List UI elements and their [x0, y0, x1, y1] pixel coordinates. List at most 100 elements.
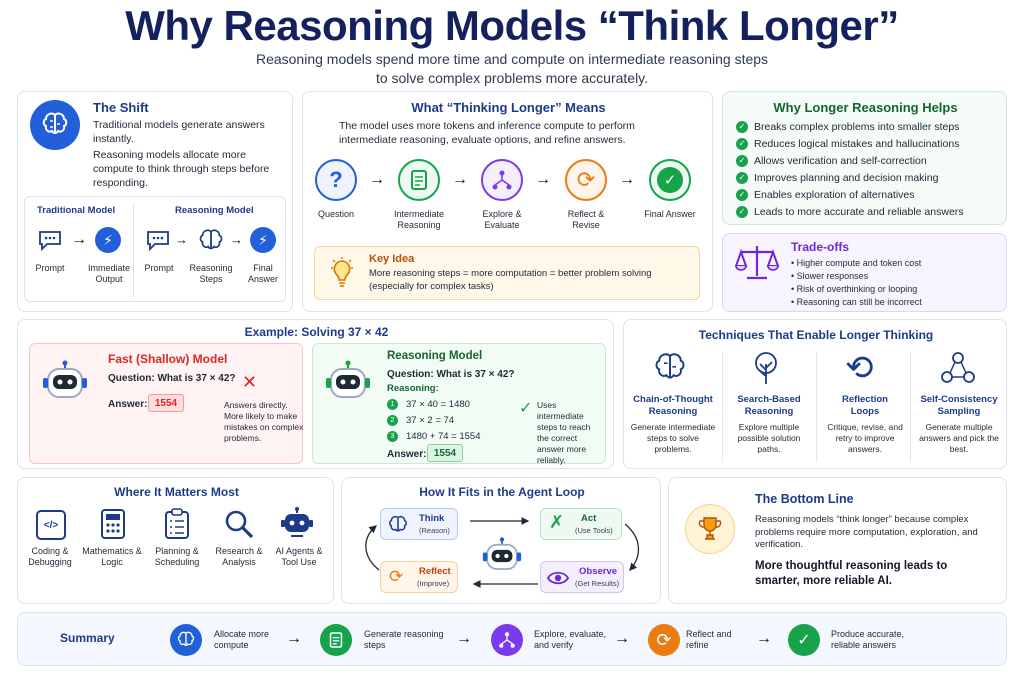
matters-item: Mathematics & Logic	[82, 546, 142, 567]
helps-title: Why Longer Reasoning Helps	[773, 100, 958, 115]
tools-icon: ✗	[549, 512, 565, 532]
help-item: ✓Enables exploration of alternatives	[736, 188, 915, 202]
step-intermediate: Intermediate Reasoning	[393, 209, 445, 230]
technique-divider	[910, 352, 911, 462]
summary-card: Summary Allocate more compute → Generate…	[17, 612, 1007, 666]
bottom-line-text: Reasoning models “think longer” because …	[755, 514, 978, 550]
robot-icon	[482, 536, 522, 581]
reas-prompt-label: Prompt	[144, 263, 174, 273]
think-label: Think	[419, 513, 445, 524]
reas-note: Uses intermediate steps to reach the cor…	[537, 400, 591, 465]
bottom-line-card: The Bottom Line Reasoning models “think …	[668, 477, 1007, 604]
arrow-icon: →	[286, 630, 302, 647]
refresh-icon: ⟳	[565, 159, 607, 201]
arrow-icon: →	[452, 171, 468, 188]
tradeoffs-card: Trade-offs • Higher compute and token co…	[722, 233, 1007, 312]
arrow-icon: →	[619, 171, 635, 188]
network-icon	[940, 350, 976, 391]
robot-icon	[42, 360, 88, 409]
technique-desc: Explore multiple possible solution paths…	[737, 422, 801, 454]
shift-text-2: Reasoning models allocate more compute t…	[93, 149, 270, 189]
chat-icon	[37, 227, 63, 253]
magnifier-icon	[223, 508, 255, 545]
fast-answer-label: Answer:	[108, 399, 148, 410]
brain-icon	[170, 624, 202, 656]
matters-item: AI Agents & Tool Use	[275, 546, 323, 567]
check-icon: ✓	[736, 206, 748, 219]
arrow-icon: →	[175, 232, 188, 247]
reas-answer-value: 1554	[427, 444, 463, 462]
bottom-line-bold: More thoughtful reasoning leads to smart…	[755, 560, 948, 587]
technique-name: Chain-of-Thought Reasoning	[633, 394, 713, 417]
step-number-badge: 1	[387, 398, 398, 410]
clipboard-icon	[164, 508, 190, 545]
scale-icon	[734, 242, 780, 287]
branch-icon	[481, 159, 523, 201]
summary-title: Summary	[60, 631, 115, 645]
key-idea-box: Key Idea More reasoning steps = more com…	[314, 246, 700, 300]
step-explore: Explore & Evaluate	[482, 209, 522, 230]
matters-item: Coding & Debugging	[28, 546, 72, 567]
agent-loop-card: How It Fits in the Agent Loop Think (Rea…	[341, 477, 661, 604]
reas-steps-label: Reasoning Steps	[189, 263, 233, 284]
checkmark-icon: ✓	[519, 400, 533, 417]
fast-answer-value: 1554	[148, 394, 184, 412]
reas-final-label: Final Answer	[247, 263, 278, 284]
act-sub: (Use Tools)	[575, 526, 613, 535]
shift-text-1: Traditional models generate answers inst…	[93, 119, 265, 145]
summary-step: Explore, evaluate, and verify	[534, 629, 607, 650]
help-item: ✓Leads to more accurate and reliable ans…	[736, 205, 964, 219]
key-idea-text: More reasoning steps = more computation …	[369, 268, 652, 292]
example-title: Example: Solving 37 × 42	[244, 325, 389, 339]
technique-desc: Generate intermediate steps to solve pro…	[630, 422, 716, 454]
reasoning-title: Reasoning Model	[387, 350, 483, 362]
shift-title: The Shift	[93, 100, 149, 115]
x-icon: ✕	[242, 372, 258, 392]
tree-icon	[748, 350, 784, 391]
matters-item: Research & Analysis	[215, 546, 263, 567]
help-item: ✓Improves planning and decision making	[736, 171, 938, 185]
step-reflect: Reflect & Revise	[567, 209, 605, 230]
reasoning-label: Reasoning:	[387, 383, 439, 394]
means-desc: The model uses more tokens and inference…	[339, 120, 635, 146]
lightbulb-icon	[329, 257, 355, 294]
document-icon	[320, 624, 352, 656]
chat-icon	[145, 229, 171, 256]
lightning-icon: ⚡	[250, 227, 276, 253]
arrow-icon: →	[756, 630, 772, 647]
compare-divider	[133, 203, 134, 297]
summary-step: Generate reasoning steps	[364, 629, 444, 650]
fast-question: Question: What is 37 × 42?	[108, 373, 236, 384]
reflect-node: ⟳ Reflect (Improve)	[380, 561, 458, 593]
check-icon: ✓	[736, 155, 748, 168]
help-item: ✓Allows verification and self-correction	[736, 154, 927, 168]
lightning-icon: ⚡	[95, 227, 121, 253]
summary-step: Produce accurate, reliable answers	[831, 629, 905, 650]
arrow-icon: →	[71, 231, 87, 248]
brain-icon	[30, 100, 80, 150]
check-icon: ✓	[736, 121, 748, 134]
means-title: What “Thinking Longer” Means	[411, 100, 606, 115]
page-subtitle: Reasoning models spend more time and com…	[0, 50, 1024, 88]
example-card: Example: Solving 37 × 42 Fast (Shallow) …	[17, 319, 614, 469]
helps-card: Why Longer Reasoning Helps ✓Breaks compl…	[722, 91, 1007, 225]
trad-prompt-label: Prompt	[35, 263, 65, 273]
techniques-title: Techniques That Enable Longer Thinking	[698, 328, 934, 342]
subtitle-line-2: to solve complex problems more accuratel…	[375, 70, 649, 86]
check-icon: ✓	[736, 189, 748, 202]
brain-icon	[652, 350, 688, 391]
tradeoff-item: • Slower responses	[791, 271, 869, 281]
model-compare-box: Traditional Model Reasoning Model → ⚡ Pr…	[24, 196, 286, 302]
act-label: Act	[581, 513, 597, 524]
brain-icon	[197, 227, 225, 260]
technique-desc: Critique, revise, and retry to improve a…	[827, 422, 903, 454]
subtitle-line-1: Reasoning models spend more time and com…	[255, 51, 769, 67]
reflect-sub: (Improve)	[417, 579, 450, 588]
step-question: Question	[317, 209, 355, 219]
check-icon: ✓	[649, 159, 691, 201]
check-icon: ✓	[788, 624, 820, 656]
technique-name: Self-Consistency Sampling	[920, 394, 998, 417]
